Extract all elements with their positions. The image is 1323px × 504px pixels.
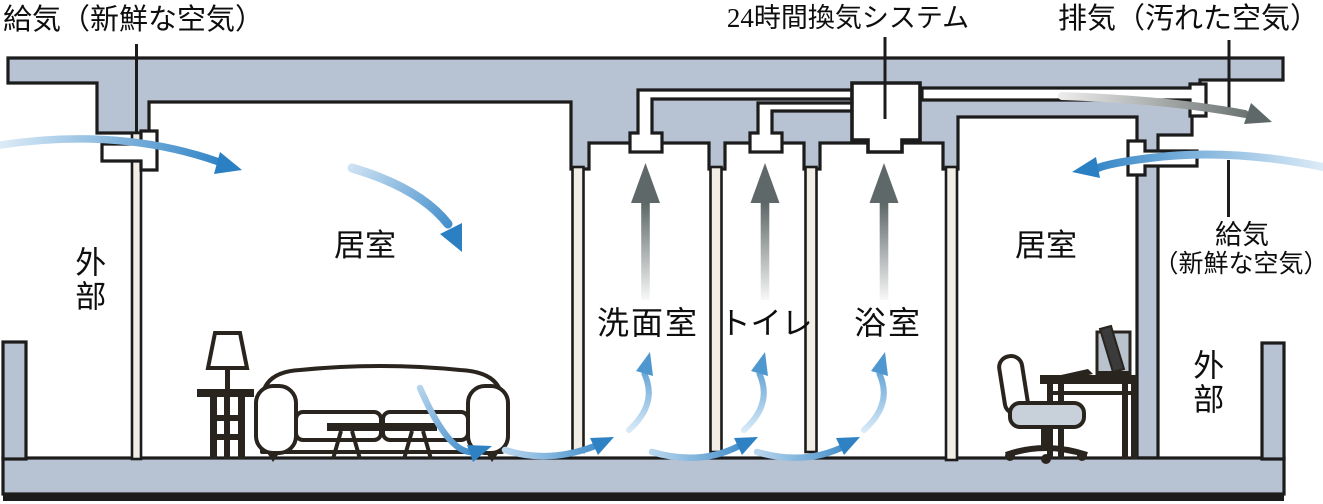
boundary-wall-left (1, 340, 28, 461)
rising-air-arrow-bathroom (861, 352, 888, 433)
wall-toilet-bathroom (804, 165, 818, 454)
floor-base-line (3, 493, 1284, 501)
label-supply-right-line1: 給気 (1215, 220, 1269, 250)
exterior-wall-left (130, 131, 143, 461)
supply-arrow-left (0, 135, 242, 174)
label-living-right: 居室 (1015, 228, 1077, 263)
keyboard-icon (1052, 369, 1093, 382)
boundary-wall-right (1260, 341, 1286, 461)
door-undercut-arrow-toilet (648, 437, 758, 462)
wall-living-washroom (571, 165, 585, 454)
leader-lines (135, 37, 1231, 217)
label-supply-left: 給気（新鮮な空気） (3, 4, 265, 36)
coffee-table-icon (327, 423, 437, 460)
label-outside-left: 外部 (70, 246, 106, 314)
office-chair-icon (997, 354, 1088, 464)
label-washroom: 洗面室 (596, 305, 700, 341)
door-undercut-arrow-bathroom (753, 437, 860, 462)
label-living-left: 居室 (334, 228, 396, 263)
label-supply-right-line2: （新鮮な空気） (1153, 251, 1323, 278)
exhaust-arrow-bathroom (869, 163, 899, 300)
wall-bathroom-living (944, 165, 959, 462)
floor (1, 456, 1286, 496)
table-lamp-icon (205, 331, 250, 390)
exhaust-arrow-outlet (1058, 92, 1272, 124)
door-undercut-arrow-washroom (501, 437, 614, 460)
monitor-icon (1095, 324, 1132, 378)
rising-air-arrow-washroom (626, 352, 653, 433)
exhaust-arrow-toilet (750, 163, 780, 300)
label-outside-right: 外部 (1188, 349, 1224, 417)
supply-arrow-living-left (347, 163, 462, 252)
side-table-icon (197, 389, 254, 459)
label-ventilation-system: 24時間換気システム (726, 3, 970, 33)
label-bathroom: 浴室 (853, 305, 923, 341)
label-exhaust: 排気（汚れた空気） (1057, 3, 1319, 35)
exhaust-arrow-washroom (631, 163, 660, 300)
floor-flow-arrow-sofa (416, 384, 492, 462)
label-toilet: トイレ (719, 306, 813, 341)
supply-arrow-right (1072, 150, 1323, 178)
rising-air-arrow-toilet (741, 352, 768, 433)
